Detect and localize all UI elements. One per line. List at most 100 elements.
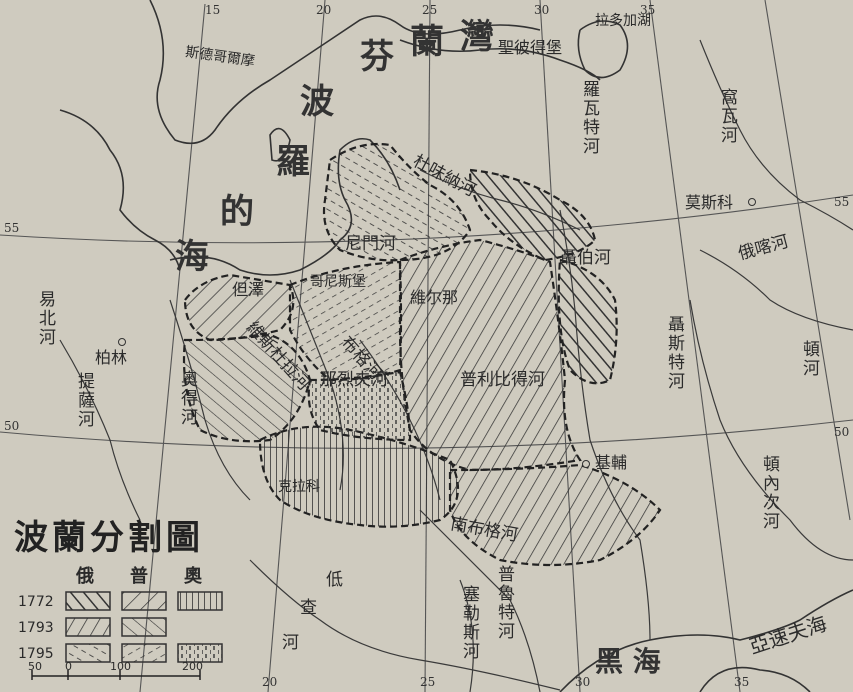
lat-label-55-left: 55 — [4, 221, 20, 235]
lon-label-25: 25 — [422, 3, 438, 17]
city-berlin: 柏林 — [95, 348, 128, 367]
partition-regions — [182, 142, 662, 567]
scale-labels: 50 0 100 200 — [28, 660, 203, 686]
sea-label-baltic-4: 海 — [175, 237, 209, 277]
moscow-marker — [748, 198, 756, 206]
swatch-prussia-1772 — [121, 591, 167, 611]
scale-tick-0: 0 — [65, 660, 72, 673]
gotland — [269, 127, 291, 162]
river-dniester — [419, 509, 541, 692]
river-label-volkhov: 羅瓦特河 — [579, 80, 599, 156]
river-label-seret: 塞勒斯河 — [459, 585, 479, 661]
sea-label-black: 黑 海 — [595, 645, 661, 678]
lon-label-15: 15 — [205, 3, 221, 17]
prussia-1793-region — [182, 333, 312, 443]
sea-label-finland-2: 蘭 — [410, 22, 444, 62]
russia-1793-region — [398, 238, 582, 472]
river-label-narew: 那烈夫河 — [320, 370, 388, 390]
scale-bar — [31, 670, 201, 680]
city-danzig: 但澤 — [232, 280, 265, 299]
legend-head-prussia: 普 — [130, 566, 148, 587]
river-label-prut: 普魯特河 — [494, 565, 514, 641]
map-title: 波蘭分割圖 — [14, 518, 204, 558]
lon-label-30-bottom: 30 — [575, 675, 591, 689]
meridian-40 — [764, 0, 851, 521]
prussia-1772-region — [183, 273, 295, 342]
russia-1772-region — [468, 168, 597, 262]
scale-tick-100: 100 — [110, 660, 131, 673]
river-label-don: 頓河 — [799, 340, 819, 378]
legend-head-russia: 俄 — [76, 566, 94, 587]
legend-year-1795: 1795 — [18, 646, 54, 662]
river-label-danube-cha: 查 — [300, 598, 317, 618]
lat-label-55-right: 55 — [834, 195, 850, 209]
river-label-dniester: 聶斯特河 — [664, 315, 684, 391]
sea-label-finland-1: 芬 — [360, 37, 394, 77]
russia-1793-south — [448, 463, 662, 567]
river-danube — [249, 559, 561, 691]
river-don — [689, 299, 853, 561]
sea-label-baltic-3: 的 — [220, 192, 254, 232]
river-label-neman: 尼門河 — [345, 234, 396, 254]
river-oka — [699, 249, 853, 331]
river-volga — [699, 39, 853, 231]
scandinavia-coast — [149, 0, 541, 145]
black-sea-coast — [559, 589, 853, 692]
russia-1795-region — [322, 142, 472, 262]
lon-label-30: 30 — [534, 3, 550, 17]
lon-label-20: 20 — [316, 3, 332, 17]
legend-year-1793: 1793 — [18, 620, 54, 636]
scale-tick-200: 200 — [182, 660, 203, 673]
coastlines — [59, 0, 853, 692]
lon-label-35: 35 — [640, 3, 656, 17]
lon-label-25-bottom: 25 — [420, 675, 436, 689]
river-label-pripet: 普利比得河 — [460, 370, 545, 390]
swatch-austria-1795 — [177, 643, 223, 663]
river-label-volga: 窩瓦河 — [717, 88, 737, 145]
river-label-donets: 頓內次河 — [759, 455, 779, 531]
swatch-prussia-1793 — [121, 617, 167, 637]
river-label-oder: 奧得河 — [177, 370, 197, 427]
river-label-elbe: 易北河 — [35, 290, 55, 347]
scale-tick-50: 50 — [28, 660, 42, 673]
swatch-russia-1795 — [65, 643, 111, 663]
crimea — [699, 666, 811, 692]
city-konigsberg: 哥尼斯堡 — [310, 274, 366, 290]
river-label-danube-he: 河 — [282, 633, 299, 653]
sea-label-baltic-2: 羅 — [276, 142, 310, 182]
legend-year-1772: 1772 — [18, 594, 54, 610]
lat-label-50-left: 50 — [4, 419, 20, 433]
meridian-20 — [267, 0, 326, 692]
kiev-marker — [582, 460, 590, 468]
swatch-russia-1772 — [65, 591, 111, 611]
lon-label-35-bottom: 35 — [734, 675, 750, 689]
lat-label-50-right: 50 — [834, 425, 850, 439]
swatch-austria-1772 — [177, 591, 223, 611]
lon-label-20-bottom: 20 — [262, 675, 278, 689]
sea-label-baltic-1: 波 — [300, 82, 334, 122]
austria-1795-region — [307, 370, 412, 442]
denmark-coast — [59, 109, 181, 271]
river-label-tisza: 提薩河 — [74, 372, 94, 429]
city-kiev: 基輔 — [595, 453, 628, 472]
city-vilna: 維尔那 — [410, 288, 459, 307]
swatch-russia-1793 — [65, 617, 111, 637]
sea-label-finland-3: 灣 — [460, 17, 494, 57]
berlin-marker — [118, 338, 126, 346]
legend-head-austria: 奧 — [184, 566, 202, 587]
river-elbe — [59, 339, 141, 521]
ladoga — [577, 20, 629, 79]
finland-gulf-coast — [399, 39, 601, 81]
city-ladoga: 拉多加湖 — [595, 13, 651, 29]
swatch-prussia-1795 — [121, 643, 167, 663]
prussia-1795-region — [288, 260, 403, 382]
city-krakow: 克拉科 — [278, 479, 320, 495]
russia-1772-east — [557, 258, 618, 385]
city-moscow: 莫斯科 — [685, 193, 734, 212]
meridian-15 — [139, 3, 206, 692]
city-petersburg: 聖彼得堡 — [498, 38, 563, 57]
river-label-danube-low: 低 — [326, 570, 343, 590]
legend-swatches — [65, 591, 223, 663]
